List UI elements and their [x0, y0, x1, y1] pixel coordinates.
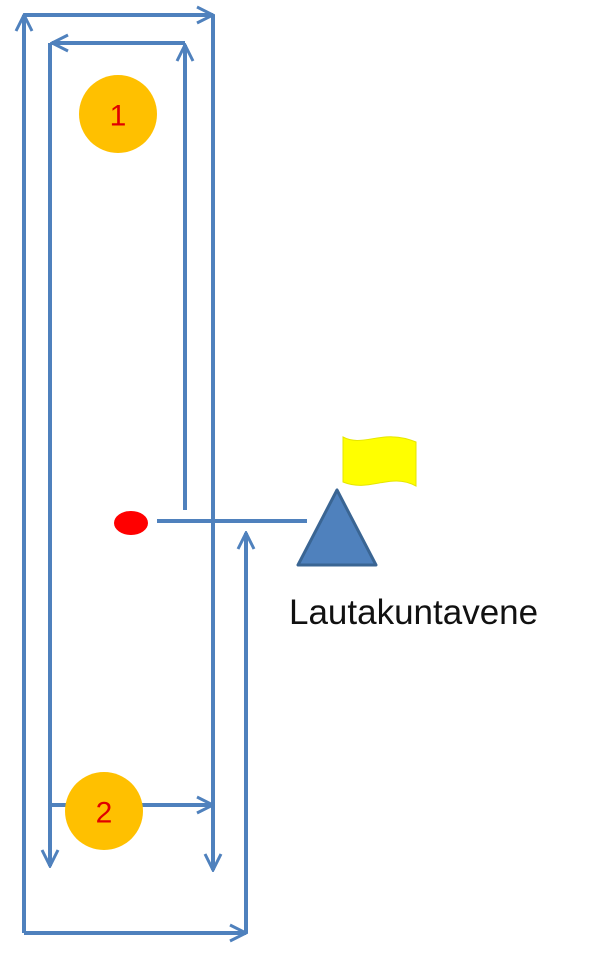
mark-1-label: 1 [110, 100, 127, 133]
inner-course-loop [50, 43, 213, 866]
mark-1: 1 [79, 75, 157, 153]
yellow-flag-icon [342, 436, 417, 487]
mark-1-circle [79, 75, 157, 153]
committee-boat-label: Lautakuntavene [289, 593, 538, 632]
start-pin-dot [114, 511, 148, 535]
committee-boat-triangle [296, 488, 378, 567]
mark-2-label: 2 [96, 797, 113, 830]
outer-course-loop [24, 15, 246, 933]
mark-2: 2 [65, 772, 143, 850]
mark-2-circle [65, 772, 143, 850]
